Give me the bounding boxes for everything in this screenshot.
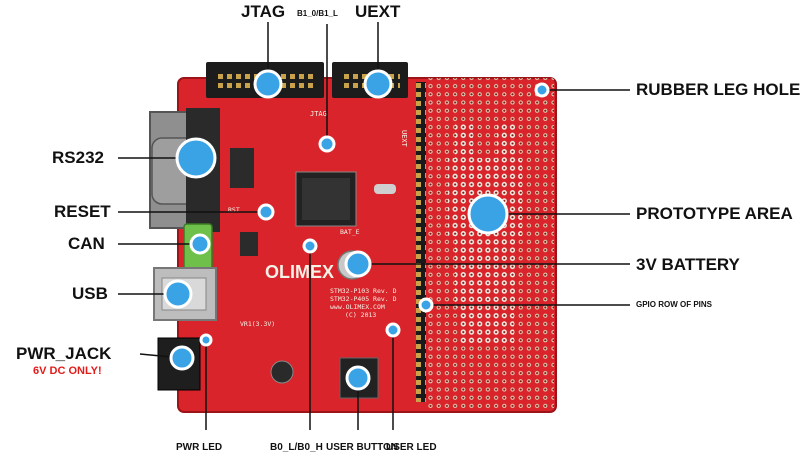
callout-rubber-leg — [536, 84, 548, 96]
label-rubber-leg-hole: RUBBER LEG HOLE — [636, 81, 800, 98]
callout-pwr-jack — [171, 347, 193, 369]
board-model2: STM32-P405 Rev. D — [330, 295, 397, 303]
callout-battery — [346, 252, 370, 276]
label-jtag: JTAG — [241, 3, 285, 20]
label-3v-battery: 3V BATTERY — [636, 256, 740, 273]
label-uext: UEXT — [355, 3, 400, 20]
callout-can — [191, 235, 209, 253]
label-pwr-jack: PWR_JACK — [16, 345, 111, 362]
label-pwr-led: PWR LED — [176, 443, 222, 453]
callout-b0 — [304, 240, 316, 252]
board-logo: OLIMEX — [265, 262, 334, 282]
label-pwr-note: 6V DC ONLY! — [33, 366, 102, 377]
label-rs232: RS232 — [52, 149, 104, 166]
callout-uext — [365, 71, 391, 97]
board-uext-silk: UEXT — [400, 130, 408, 148]
label-prototype-area: PROTOTYPE AREA — [636, 205, 793, 222]
board-vr: VR1(3.3V) — [240, 320, 275, 328]
callout-reset — [259, 205, 273, 219]
callout-prototype — [469, 195, 507, 233]
callout-rs232 — [177, 139, 215, 177]
label-reset: RESET — [54, 203, 111, 220]
label-gpio-row: GPIO ROW OF PINS — [636, 301, 712, 309]
callout-user-led — [387, 324, 399, 336]
board-rst: RST — [228, 206, 240, 214]
label-usb: USB — [72, 285, 108, 302]
label-user-led: USER LED — [386, 443, 437, 453]
board-bat: BAT_E — [340, 228, 360, 236]
board-copyright: (C) 2013 — [345, 311, 376, 319]
board-jtag-silk: JTAG — [310, 110, 327, 118]
callout-jtag — [255, 71, 281, 97]
board-site: www.OLIMEX.COM — [330, 303, 385, 311]
label-b0: B0_L/B0_H — [270, 443, 323, 453]
callout-pwr-led — [201, 335, 211, 345]
callout-b1 — [320, 137, 334, 151]
callout-user-button — [347, 367, 369, 389]
label-b1: B1_0/B1_L — [297, 10, 338, 18]
board-model: STM32-P103 Rev. D — [330, 287, 397, 295]
label-can: CAN — [68, 235, 105, 252]
callout-usb — [165, 281, 191, 307]
callout-gpio — [420, 299, 432, 311]
